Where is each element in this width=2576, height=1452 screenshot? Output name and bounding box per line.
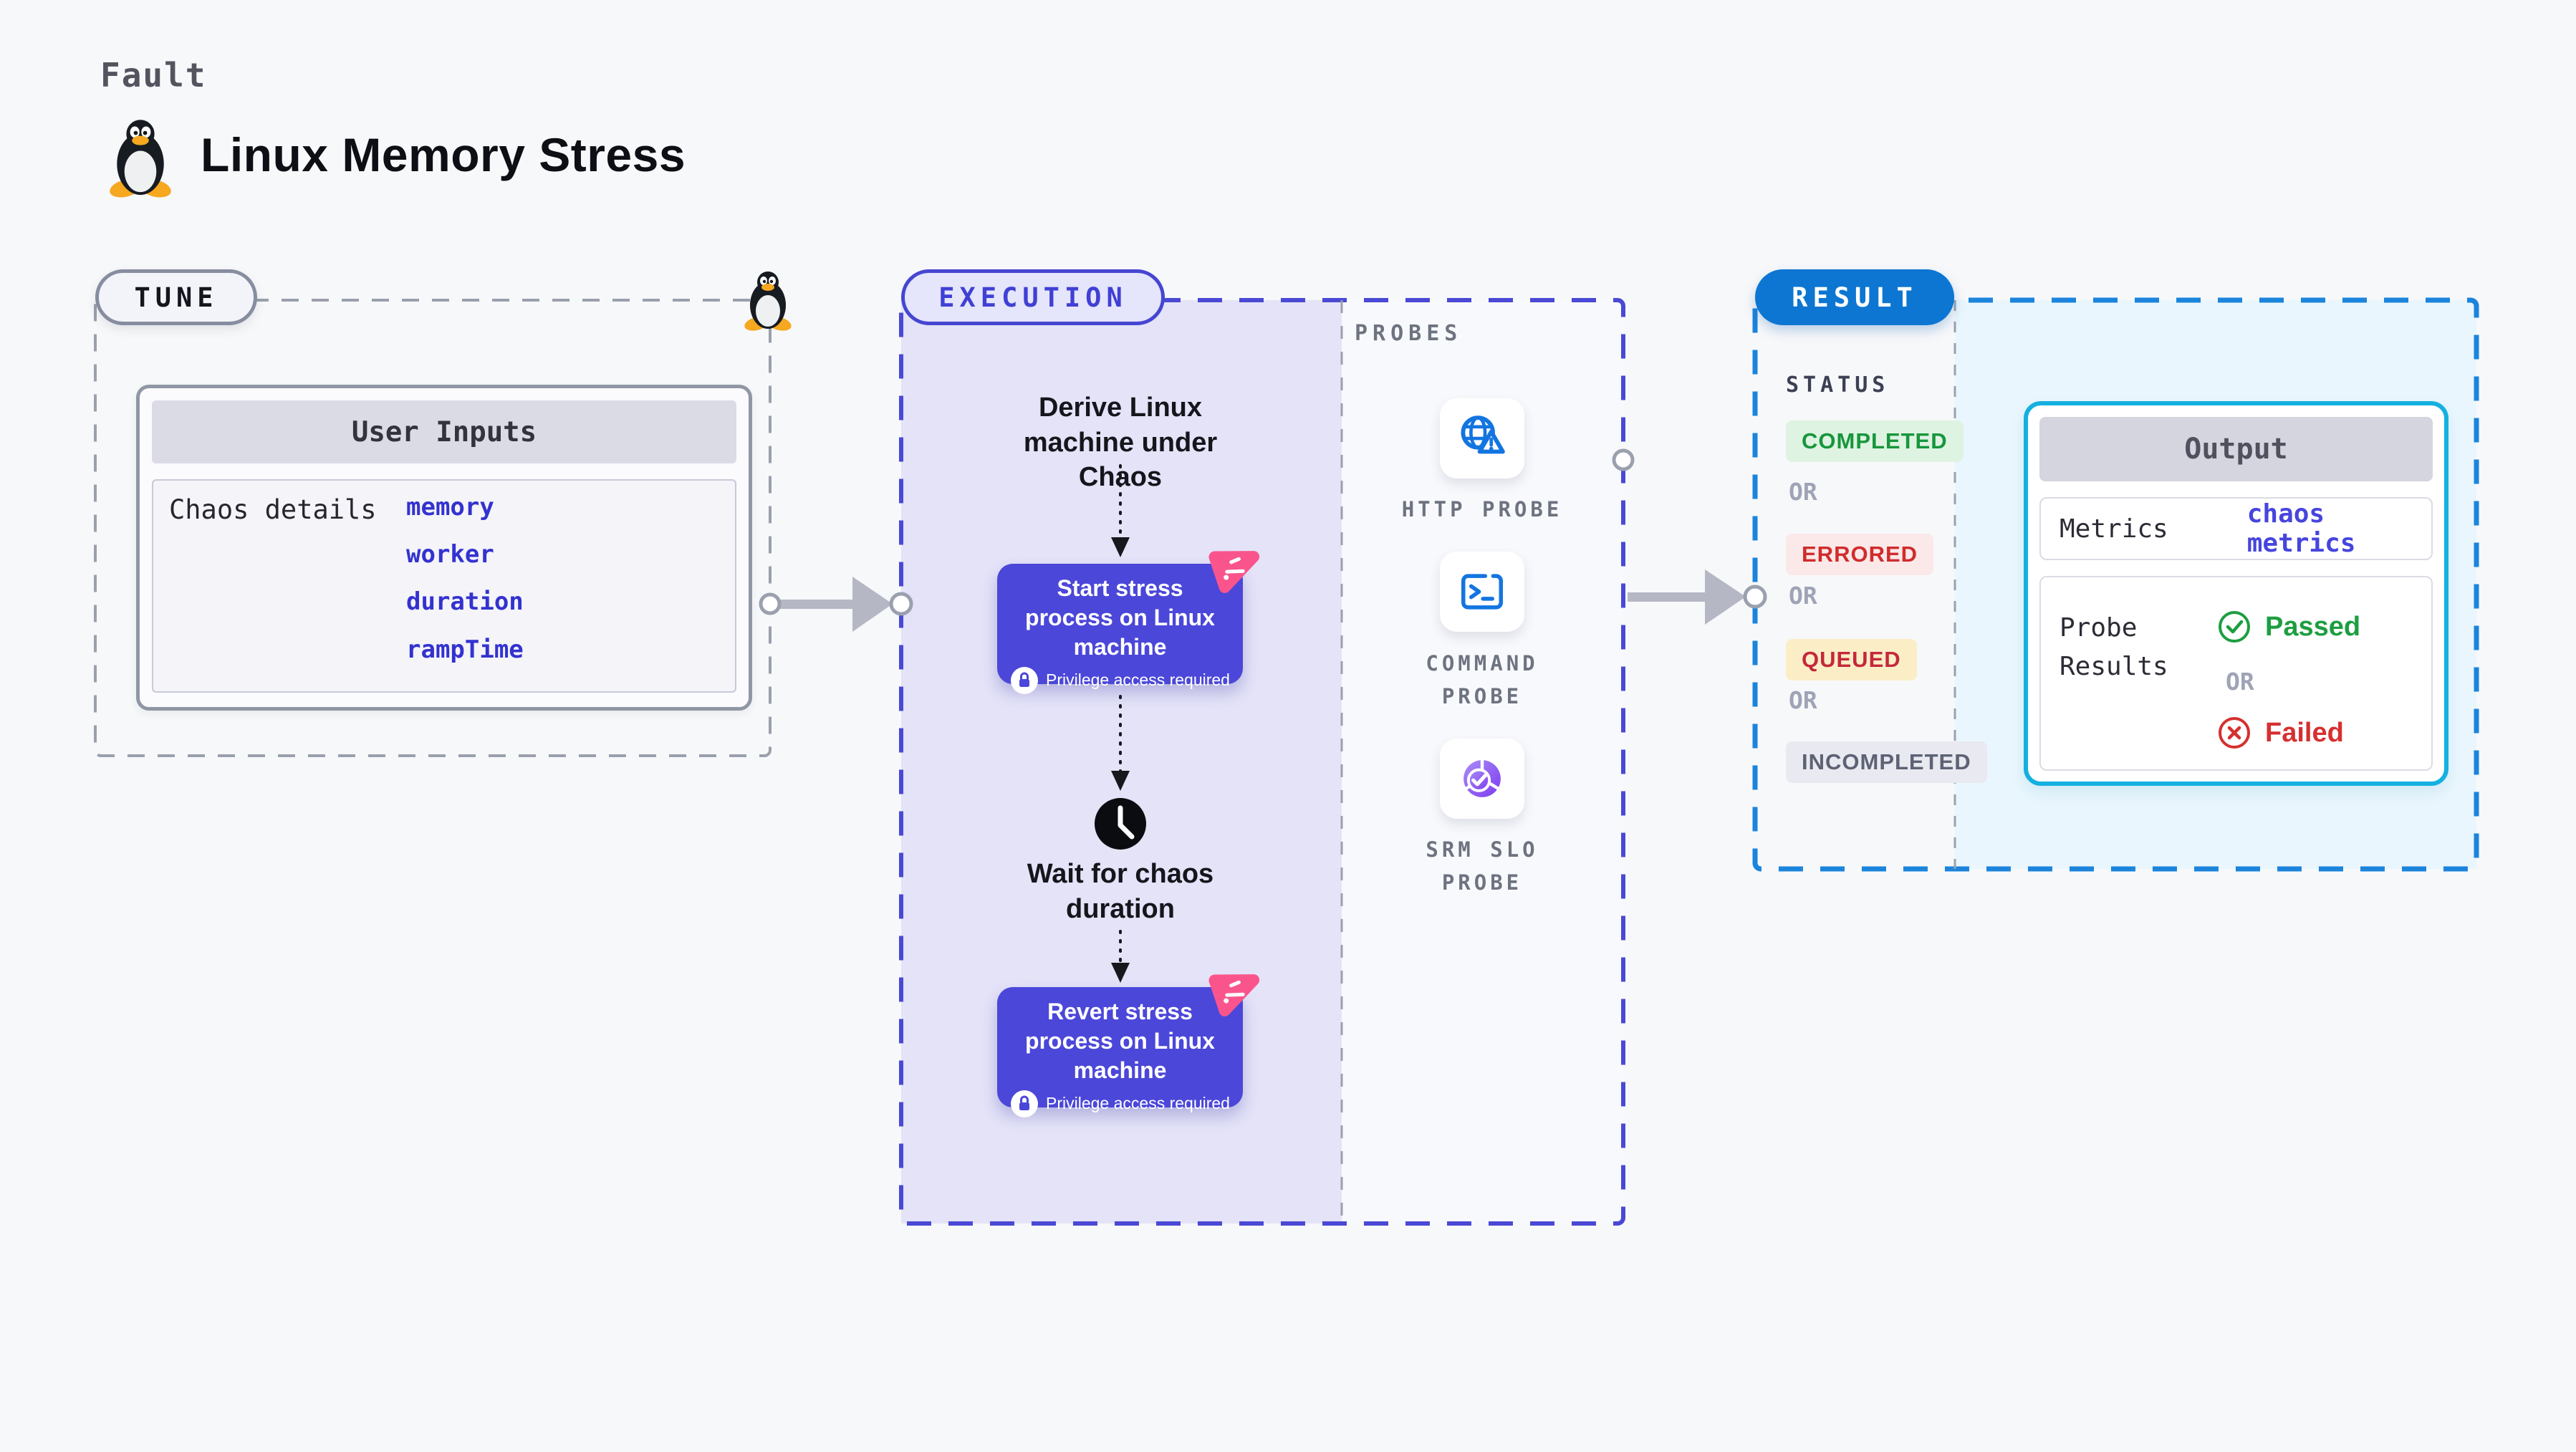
failed-verdict: Failed xyxy=(2216,715,2344,751)
probe-results-row: Probe Results Passed OR Failed xyxy=(2039,576,2433,771)
fault-kicker: Fault xyxy=(100,56,207,95)
result-section-pill[interactable]: RESULT xyxy=(1755,269,1954,325)
user-inputs-header: User Inputs xyxy=(152,400,736,463)
srm-slo-probe-card[interactable] xyxy=(1440,739,1524,819)
verdict-or-separator: OR xyxy=(2226,668,2254,696)
status-header: STATUS xyxy=(1786,372,1890,398)
revert-stress-title: Revert stress process on Linux machine xyxy=(1025,999,1215,1083)
slo-pie-check-icon xyxy=(1464,758,1501,797)
clock-icon xyxy=(1095,798,1146,850)
privilege-note-text: Privilege access required xyxy=(1046,1094,1230,1113)
result-dashed-border xyxy=(1752,297,2479,872)
user-inputs-body xyxy=(152,479,736,693)
start-stress-step[interactable]: Start stress process on Linux machine Pr… xyxy=(997,551,1260,694)
command-probe-card[interactable] xyxy=(1440,552,1524,632)
status-badge-incompleted: INCOMPLETED xyxy=(1786,741,1987,783)
input-value-ramptime[interactable]: rampTime xyxy=(406,635,524,664)
litmus-chaos-icon xyxy=(1208,974,1260,1016)
passed-label: Passed xyxy=(2265,611,2361,642)
command-probe-label: COMMAND PROBE xyxy=(1426,651,1539,709)
execution-pill-label: EXECUTION xyxy=(938,282,1128,313)
check-circle-icon xyxy=(2219,611,2250,643)
tune-pill-label: TUNE xyxy=(134,282,218,313)
privilege-note-text: Privilege access required xyxy=(1046,670,1230,690)
status-badge-errored: ERRORED xyxy=(1786,534,1934,575)
status-or-separator: OR xyxy=(1789,686,1817,714)
lock-icon xyxy=(1011,1090,1039,1117)
privilege-note: Privilege access required xyxy=(997,666,1243,695)
failed-label: Failed xyxy=(2265,717,2344,748)
lock-icon xyxy=(1011,666,1039,694)
flow-dotted-arrows xyxy=(1111,464,1130,983)
status-or-separator: OR xyxy=(1789,582,1817,610)
tune-section-pill[interactable]: TUNE xyxy=(95,269,257,325)
globe-warning-icon xyxy=(1461,415,1505,454)
probe-results-label: Probe Results xyxy=(2060,613,2168,681)
privilege-note: Privilege access required xyxy=(997,1090,1243,1118)
start-stress-title: Start stress process on Linux machine xyxy=(1025,575,1215,660)
status-badge-queued: QUEUED xyxy=(1786,639,1917,681)
passed-verdict: Passed xyxy=(2216,609,2360,645)
litmus-chaos-icon xyxy=(1208,551,1260,593)
derive-step-text: Derive Linux machine under Chaos xyxy=(1023,393,1218,493)
http-probe-label: HTTP PROBE xyxy=(1401,497,1563,521)
tune-dashed-border xyxy=(94,299,772,757)
arrow-execution-to-result xyxy=(1612,448,1767,625)
arrow-tune-to-execution xyxy=(759,577,913,632)
result-pill-label: RESULT xyxy=(1792,282,1918,313)
srm-slo-probe-label: SRM SLO PROBE xyxy=(1426,837,1539,895)
x-circle-icon xyxy=(2219,717,2250,749)
tux-penguin-icon-large xyxy=(110,120,171,198)
probes-section-label: PROBES xyxy=(1355,321,1463,346)
status-badge-completed: COMPLETED xyxy=(1786,420,1964,462)
wait-step-text: Wait for chaos duration xyxy=(1027,859,1214,924)
input-value-memory[interactable]: memory xyxy=(406,493,494,521)
execution-section-pill[interactable]: EXECUTION xyxy=(901,269,1165,325)
page-title: Linux Memory Stress xyxy=(201,128,686,181)
terminal-icon xyxy=(1461,574,1503,610)
output-header: Output xyxy=(2039,417,2433,481)
http-probe-card[interactable] xyxy=(1440,398,1524,479)
metrics-row: Metrics chaos metrics xyxy=(2039,497,2433,560)
metrics-label: Metrics xyxy=(2060,514,2168,544)
chaos-details-label: Chaos details xyxy=(169,494,377,525)
input-value-duration[interactable]: duration xyxy=(406,587,524,616)
tux-penguin-icon-small xyxy=(744,271,792,331)
input-value-worker[interactable]: worker xyxy=(406,540,494,569)
revert-stress-step[interactable]: Revert stress process on Linux machine P… xyxy=(997,974,1260,1117)
metrics-value-link[interactable]: chaos metrics xyxy=(2246,499,2356,558)
status-or-separator: OR xyxy=(1789,478,1817,506)
execution-dashed-border xyxy=(899,298,1625,1226)
